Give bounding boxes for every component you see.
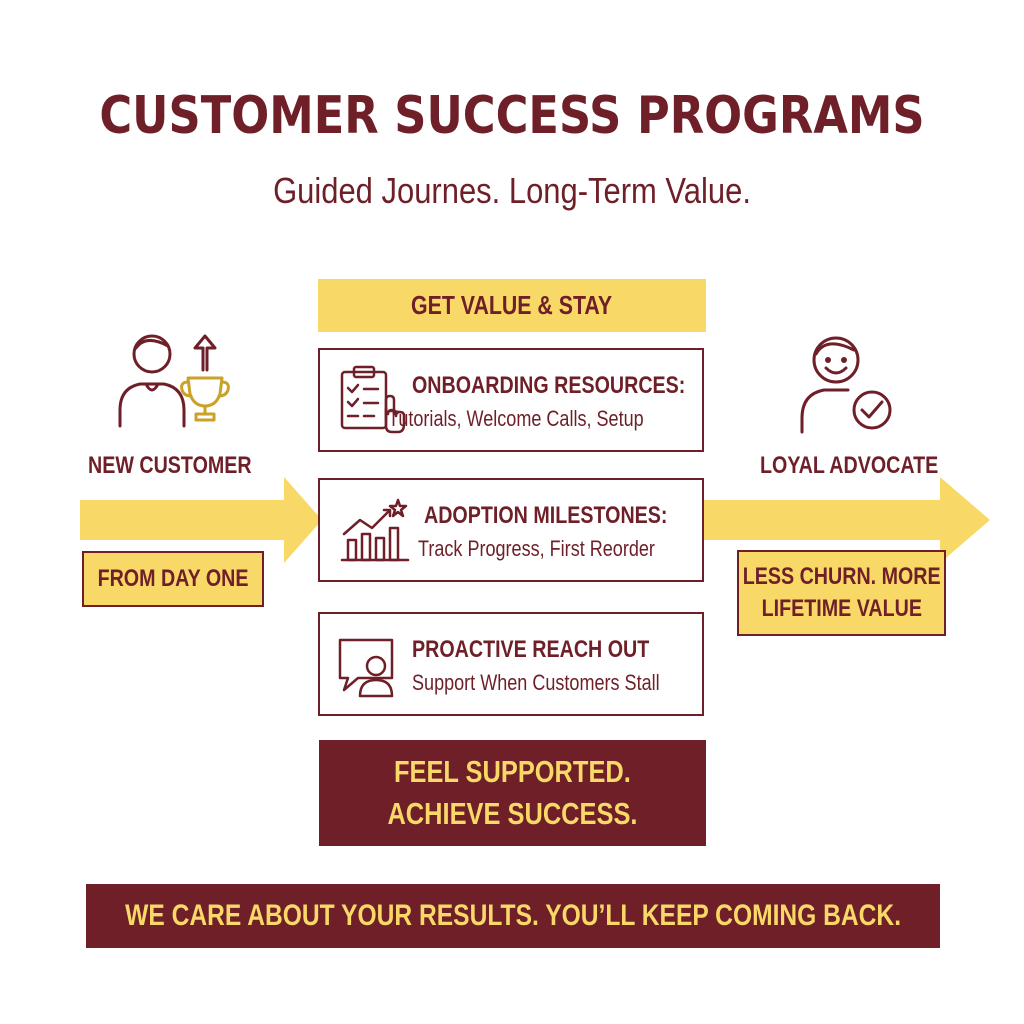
arrow-up-icon — [193, 334, 217, 372]
reach-out-title: PROACTIVE REACH OUT — [412, 636, 650, 663]
footer-text: WE CARE ABOUT YOUR RESULTS. YOU’LL KEEP … — [125, 899, 901, 932]
loyal-advocate-label: LOYAL ADVOCATE — [760, 452, 939, 479]
footer-banner: WE CARE ABOUT YOUR RESULTS. YOU’LL KEEP … — [86, 884, 940, 948]
new-customer-label: NEW CUSTOMER — [88, 452, 252, 479]
trophy-icon — [180, 376, 230, 422]
lifetime-value-badge: LESS CHURN. MORE LIFETIME VALUE — [737, 550, 946, 636]
adoption-desc: Track Progress, First Reorder — [418, 536, 655, 561]
page-subtitle: Guided Journes. Long-Term Value. — [273, 170, 751, 211]
loyal-advocate-icon — [800, 336, 892, 434]
right-flow-arrow — [704, 477, 990, 563]
adoption-title: ADOPTION MILESTONES: — [424, 502, 668, 529]
from-day-one-badge: FROM DAY ONE — [82, 551, 264, 607]
chat-person-icon — [338, 638, 394, 698]
page-title: CUSTOMER SUCCESS PROGRAMS — [99, 86, 925, 146]
checkmark-icon — [852, 390, 892, 430]
tagline-line-2: ACHIEVE SUCCESS. — [387, 796, 638, 831]
step-adoption-milestones: ADOPTION MILESTONES: Track Progress, Fir… — [318, 478, 704, 582]
onboarding-title: ONBOARDING RESOURCES: — [412, 372, 686, 399]
tagline-line-1: FEEL SUPPORTED. — [394, 754, 631, 789]
tagline-box: FEEL SUPPORTED. ACHIEVE SUCCESS. — [319, 740, 706, 846]
growth-chart-icon — [340, 498, 410, 562]
smiling-person-icon — [800, 336, 860, 434]
step-proactive-reach-out: PROACTIVE REACH OUT Support When Custome… — [318, 612, 704, 716]
new-customer-icon — [118, 334, 230, 428]
clipboard-checklist-icon — [340, 365, 406, 434]
person-icon — [118, 334, 186, 428]
lifetime-value-line-1: LESS CHURN. MORE — [742, 563, 941, 590]
value-banner: GET VALUE & STAY — [318, 279, 706, 332]
lifetime-value-line-2: LIFETIME VALUE — [761, 595, 922, 622]
onboarding-desc: Tutorials, Welcome Calls, Setup — [388, 406, 644, 431]
step-onboarding-resources: ONBOARDING RESOURCES: Tutorials, Welcome… — [318, 348, 704, 452]
reach-out-desc: Support When Customers Stall — [412, 670, 660, 695]
value-banner-text: GET VALUE & STAY — [411, 290, 613, 320]
left-flow-arrow — [80, 477, 322, 563]
from-day-one-text: FROM DAY ONE — [97, 565, 249, 592]
